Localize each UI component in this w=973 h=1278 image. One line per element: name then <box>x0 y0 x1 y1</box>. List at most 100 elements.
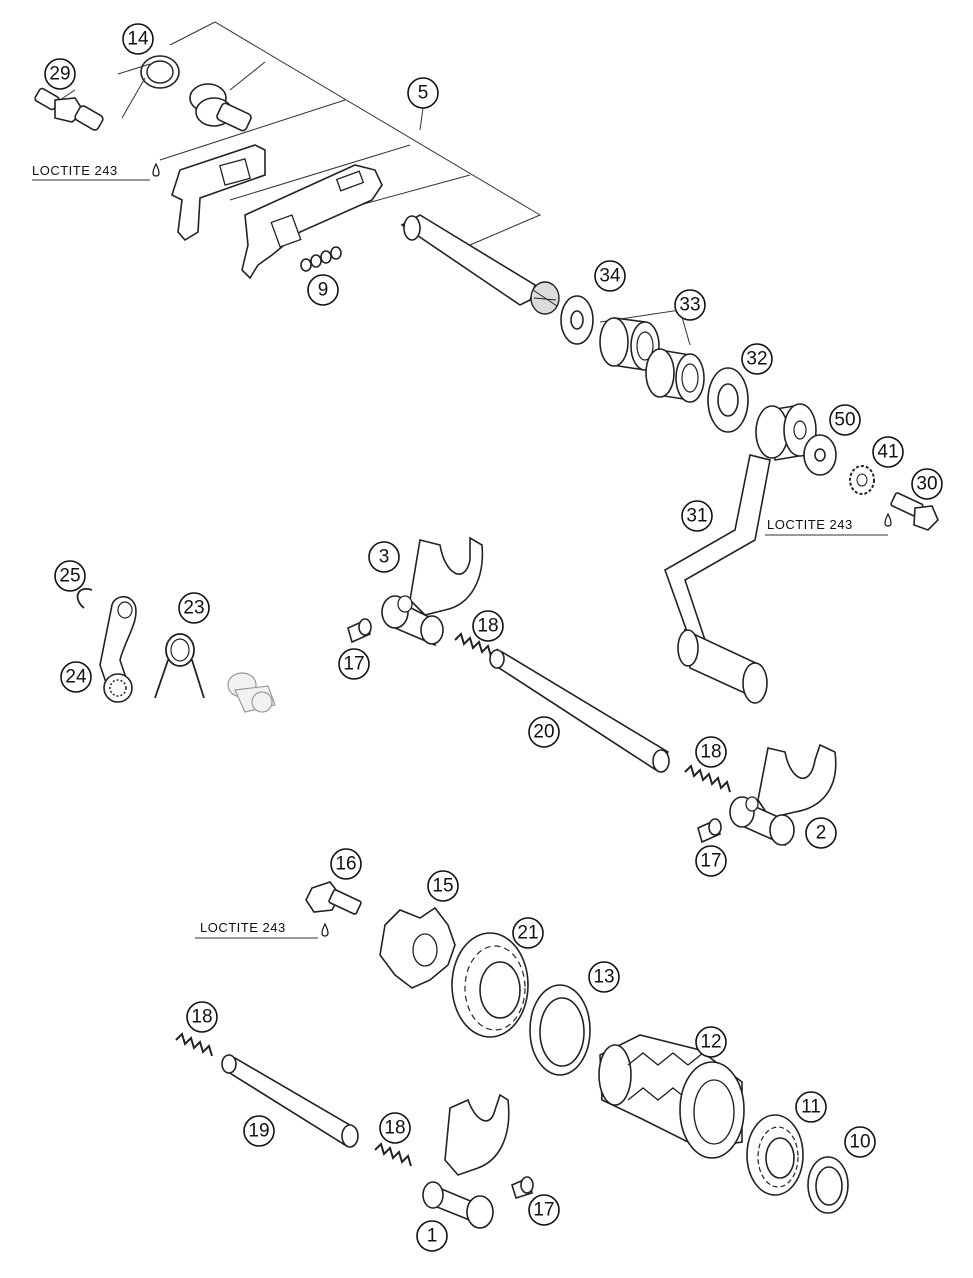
svg-text:14: 14 <box>127 29 149 50</box>
part-31-shift-lever <box>664 403 817 704</box>
loctite-note-3: LOCTITE 243 <box>200 920 329 937</box>
part-20-rod <box>489 649 670 773</box>
part-15-shift-star <box>379 906 456 989</box>
part-23-spring <box>154 633 205 699</box>
svg-text:12: 12 <box>700 1032 721 1053</box>
svg-text:9: 9 <box>318 280 329 301</box>
svg-text:13: 13 <box>593 967 614 988</box>
part-2-shift-fork <box>729 743 837 847</box>
part-1-shift-fork <box>422 1093 510 1229</box>
loctite-note-2: LOCTITE 243 <box>767 512 892 532</box>
callout-21: 21 <box>512 917 544 949</box>
shift-shaft <box>400 214 560 315</box>
callout-24: 24 <box>60 661 92 693</box>
svg-text:24: 24 <box>65 667 87 688</box>
callout-31: 31 <box>681 500 713 532</box>
svg-text:50: 50 <box>834 410 855 431</box>
callout-12: 12 <box>695 1026 727 1058</box>
part-19-rod <box>221 1054 359 1148</box>
part-11-bearing <box>746 1114 804 1196</box>
callout-5: 5 <box>407 77 439 109</box>
callout-34: 34 <box>594 260 626 292</box>
svg-text:18: 18 <box>191 1007 212 1028</box>
callout-11: 11 <box>795 1091 827 1123</box>
svg-text:30: 30 <box>916 474 937 495</box>
part-29-stud <box>34 87 104 131</box>
callout-16: 16 <box>330 848 362 880</box>
callout-13: 13 <box>588 961 620 993</box>
svg-text:25: 25 <box>59 566 80 587</box>
svg-text:18: 18 <box>384 1118 405 1139</box>
part-16-bolt <box>305 881 362 915</box>
loctite-drop-icon-2 <box>884 512 892 527</box>
svg-text:1: 1 <box>427 1226 438 1247</box>
callout-50: 50 <box>829 404 861 436</box>
callout-1: 1 <box>416 1220 448 1252</box>
svg-text:10: 10 <box>849 1132 870 1153</box>
svg-text:33: 33 <box>679 295 700 316</box>
part-18-spring-b <box>684 764 731 793</box>
svg-text:23: 23 <box>183 598 204 619</box>
svg-text:11: 11 <box>801 1097 821 1118</box>
callout-18d: 18 <box>379 1112 411 1144</box>
svg-text:17: 17 <box>533 1200 554 1221</box>
stop-bolt <box>189 83 252 132</box>
part-21-bearing <box>451 932 529 1038</box>
part-17-pin-b <box>697 818 722 844</box>
faint-bolt <box>227 672 276 713</box>
part-17-pin-c <box>511 1176 534 1200</box>
callout-41: 41 <box>872 436 904 468</box>
part-50-washer <box>803 434 837 476</box>
part-3-shift-fork <box>381 536 484 647</box>
leader-lines <box>32 21 888 939</box>
callout-18b: 18 <box>695 736 727 768</box>
callout-18c: 18 <box>186 1001 218 1033</box>
callout-23: 23 <box>178 592 210 624</box>
svg-text:17: 17 <box>343 654 364 675</box>
part-34-washer <box>560 295 594 345</box>
svg-text:20: 20 <box>533 722 554 743</box>
callout-17b: 17 <box>695 845 727 877</box>
part-18-spring-c <box>175 1032 213 1057</box>
callout-20: 20 <box>528 716 560 748</box>
part-14-spring <box>117 55 180 119</box>
svg-text:2: 2 <box>816 823 827 844</box>
part-12-shift-drum <box>598 1034 745 1159</box>
part-24-lever <box>99 595 137 703</box>
shift-plate-upper <box>171 144 266 242</box>
svg-text:41: 41 <box>877 442 898 463</box>
part-25-circlip <box>76 588 93 609</box>
part-13-washer <box>529 984 591 1076</box>
callout-17c: 17 <box>528 1194 560 1226</box>
svg-text:31: 31 <box>686 506 707 527</box>
callout-14: 14 <box>122 23 154 55</box>
svg-text:17: 17 <box>700 851 721 872</box>
loctite-drop-icon-3 <box>321 922 329 937</box>
callout-25: 25 <box>54 560 86 592</box>
loctite-drop-icon-1 <box>152 162 160 177</box>
callout-19: 19 <box>243 1115 275 1147</box>
shift-plate-lower <box>241 164 383 280</box>
callout-9: 9 <box>307 274 339 306</box>
callout-17a: 17 <box>338 648 370 680</box>
part-18-spring-d <box>374 1142 412 1167</box>
callout-3: 3 <box>368 541 400 573</box>
svg-text:5: 5 <box>418 83 429 104</box>
loctite-note-1: LOCTITE 243 <box>32 162 160 178</box>
part-33-bushings <box>599 317 705 403</box>
callout-30: 30 <box>911 468 943 500</box>
callout-29: 29 <box>44 58 76 90</box>
svg-text:18: 18 <box>700 742 721 763</box>
callout-10: 10 <box>844 1126 876 1158</box>
callout-18a: 18 <box>472 610 504 642</box>
loctite-label-1: LOCTITE 243 <box>32 163 118 178</box>
callout-32: 32 <box>741 343 773 375</box>
callout-33: 33 <box>674 289 706 321</box>
svg-text:34: 34 <box>599 266 621 287</box>
loctite-label-2: LOCTITE 243 <box>767 517 853 532</box>
part-41-lockwasher <box>849 465 875 495</box>
svg-text:15: 15 <box>432 876 453 897</box>
svg-text:32: 32 <box>746 349 767 370</box>
part-9-rollers <box>300 246 342 272</box>
